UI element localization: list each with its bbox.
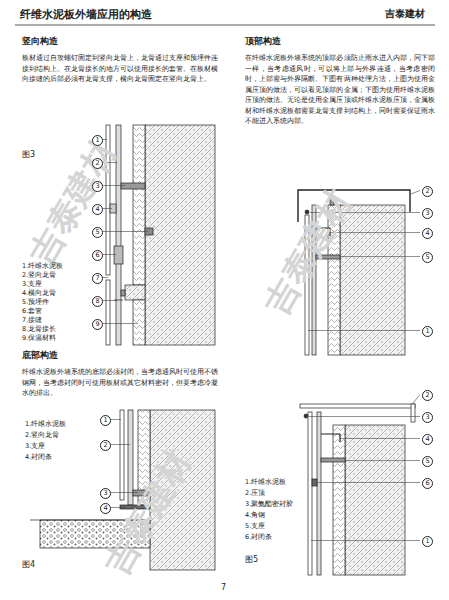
callout-number: 1 bbox=[92, 135, 103, 146]
legend-item: 7.接缝 bbox=[22, 316, 42, 325]
callout-number: 2 bbox=[92, 158, 103, 169]
callout-number: 1 bbox=[422, 326, 433, 337]
callout-number: 3 bbox=[422, 208, 433, 219]
legend-item: 1.纤维水泥板 bbox=[22, 262, 63, 271]
callout-number: 5 bbox=[422, 456, 433, 467]
callout-number: 9 bbox=[92, 319, 103, 330]
legend-item: 4.封闭条 bbox=[25, 453, 52, 462]
paragraph: 纤维水泥板外墙系统的底部必须封闭，当考虑通风时可使用不锈钢网，当考虑封闭时可使用… bbox=[22, 367, 218, 399]
callout-number: 3 bbox=[422, 412, 433, 423]
legend-item: 5.预埋件 bbox=[22, 298, 49, 307]
callout-number: 2 bbox=[100, 440, 111, 451]
callout-number: 4 bbox=[422, 434, 433, 445]
callout-number: 1 bbox=[100, 415, 111, 426]
callout-number: 2 bbox=[422, 390, 433, 401]
callout-number: 7 bbox=[92, 273, 103, 284]
callout-number: 3 bbox=[100, 488, 111, 499]
legend-item: 6.封闭条 bbox=[245, 533, 272, 542]
legend-item: 5.支座 bbox=[245, 522, 265, 531]
legend-item: 3.聚氨酯密封胶 bbox=[245, 500, 293, 509]
legend-item: 1.纤维水泥板 bbox=[245, 478, 286, 487]
legend-item: 3.支座 bbox=[22, 280, 42, 289]
callout-number: 6 bbox=[422, 478, 433, 489]
section-heading: 顶部构造 bbox=[245, 36, 325, 47]
legend-item: 6.套管 bbox=[22, 307, 42, 316]
callout-number: 5 bbox=[92, 227, 103, 238]
legend-item: 2.压顶 bbox=[245, 489, 265, 498]
callout-number: 3 bbox=[92, 181, 103, 192]
callout-number: 4 bbox=[422, 228, 433, 239]
legend-item: 2.竖向龙骨 bbox=[22, 271, 56, 280]
callout-number: 6 bbox=[92, 250, 103, 261]
callout-number: 4 bbox=[100, 503, 111, 514]
figure-number: 图4 bbox=[22, 560, 52, 570]
legend-item: 9.保温材料 bbox=[22, 334, 56, 343]
paragraph: 板材通过自攻螺钉固定到竖向龙骨上，龙骨通过支座和预埋件连接到结构上。在龙骨接长的… bbox=[22, 53, 218, 85]
callout-number: 8 bbox=[92, 296, 103, 307]
page-number: 7 bbox=[221, 583, 233, 593]
figure-number: 图5 bbox=[245, 555, 275, 565]
section-heading: 底部构造 bbox=[22, 350, 102, 361]
legend-item: 4.角钢 bbox=[245, 511, 265, 520]
legend-item: 3.支座 bbox=[25, 442, 45, 451]
figure-number: 图3 bbox=[22, 150, 52, 160]
legend-item: 4.横向龙骨 bbox=[22, 289, 56, 298]
callout-number: 4 bbox=[92, 204, 103, 215]
callout-number: 5 bbox=[422, 252, 433, 263]
section-heading: 竖向构造 bbox=[22, 36, 102, 47]
paragraph: 在纤维水泥板外墙系统的顶部必须防止雨水进入内部，同下部一样，当考虑通风时，可以将… bbox=[245, 53, 435, 127]
page-title: 纤维水泥板外墙应用的构造 bbox=[20, 8, 320, 22]
legend-item: 8.龙骨接长 bbox=[22, 325, 56, 334]
callout-number: 2 bbox=[422, 186, 433, 197]
callout-number: 1 bbox=[422, 536, 433, 547]
legend-item: 1.纤维水泥板 bbox=[25, 420, 66, 429]
brand-name: 吉泰建材 bbox=[385, 8, 440, 21]
legend-item: 2.竖向龙骨 bbox=[25, 431, 59, 440]
